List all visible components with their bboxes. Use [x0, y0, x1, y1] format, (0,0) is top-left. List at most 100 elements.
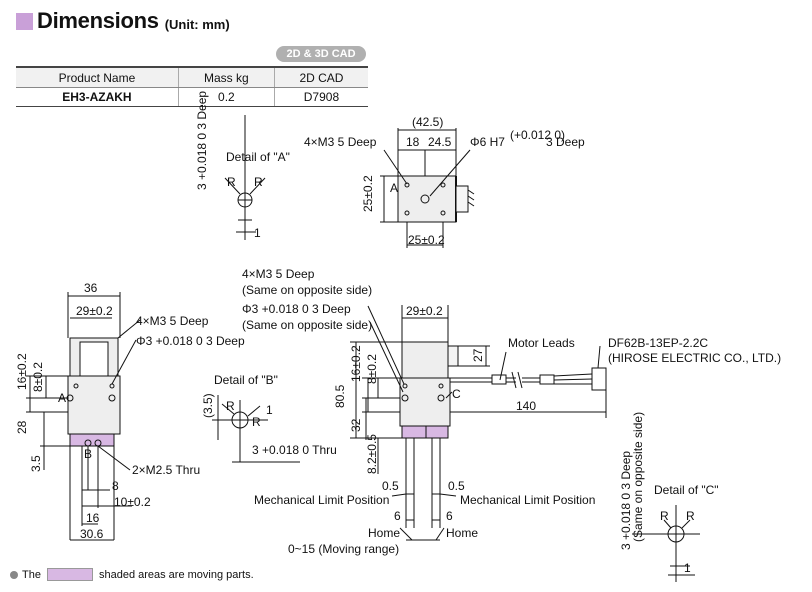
top-view — [380, 128, 475, 248]
front-view-step — [447, 345, 459, 367]
connector-icon — [591, 367, 607, 391]
dim-8-main: 8±0.2 — [365, 354, 379, 384]
title-square-icon — [16, 12, 33, 30]
detail-a-title: Detail of "A" — [226, 150, 290, 164]
dim-1: 1 — [254, 226, 261, 240]
dim-30-6: 30.6 — [80, 527, 104, 541]
home-left: Home — [368, 526, 400, 540]
dim-18: 18 — [406, 135, 420, 149]
front-view — [350, 305, 607, 541]
moving-part-shaded — [425, 425, 449, 439]
dim-36: 36 — [84, 281, 98, 295]
view-label-a-side: A — [58, 391, 66, 405]
dim-1-b: 1 — [266, 403, 273, 417]
dim-27: 27 — [471, 348, 485, 362]
dim-80-5: 80.5 — [333, 384, 347, 408]
dim-1-c: 1 — [684, 561, 691, 575]
radius-label: R — [660, 509, 669, 523]
dim-0-5-left: 0.5 — [382, 479, 399, 493]
phi6-fit: Φ6 H7 — [470, 135, 505, 149]
side-view — [26, 292, 141, 541]
column-header: Product Name — [16, 66, 179, 88]
pin-hole-icon — [437, 394, 445, 402]
detail-b-thru: 3 +0.018 0 Thru — [252, 443, 337, 457]
connector-part-number: DF62B-13EP-2.2C — [608, 336, 708, 350]
detail-c-hole-dim: 3 +0.018 0 3 Deep — [619, 451, 633, 550]
pin-hole-icon — [401, 394, 409, 402]
spec-table-header: Product Name Mass kg 2D CAD — [16, 66, 368, 88]
view-label-a: A — [390, 181, 398, 195]
side-view-body — [67, 375, 121, 435]
dim-10: 10±0.2 — [114, 495, 151, 509]
top-view-body — [397, 175, 457, 223]
screw-hole-icon — [404, 210, 410, 216]
note-suffix: shaded areas are moving parts. — [98, 568, 254, 581]
column-header: Mass kg — [177, 66, 275, 88]
dim-3-5: 3.5 — [29, 455, 43, 472]
lead-sleeve — [491, 374, 507, 385]
table-row: EH3-AZAKH 0.2 D7908 — [16, 87, 368, 107]
dim-8-2: 8.2±0.5 — [365, 434, 379, 474]
detail-a-hole-dim: 3 +0.018 0 3 Deep — [195, 91, 209, 190]
pin-hole-icon — [108, 394, 116, 402]
main-opposite-note-1: (Same on opposite side) — [242, 283, 372, 297]
moving-range-label: 0~15 (Moving range) — [288, 542, 399, 556]
left-m3-note: 4×M3 5 Deep — [136, 314, 209, 328]
top-view-lead-exit — [455, 185, 469, 213]
phi6-depth: 3 Deep — [546, 135, 585, 149]
dim-16-left: 16±0.2 — [15, 353, 29, 390]
screw-hole-icon — [440, 210, 446, 216]
detail-b-title: Detail of "B" — [214, 373, 278, 387]
screw-hole-icon — [402, 383, 408, 389]
dim-16-main: 16±0.2 — [349, 345, 363, 382]
dim-6-right: 6 — [446, 509, 453, 523]
view-label-c: C — [452, 387, 461, 401]
dim-32: 32 — [349, 418, 363, 432]
radius-label: R — [252, 415, 261, 429]
main-m3-note: 4×M3 5 Deep — [242, 267, 315, 281]
unit-note: (Unit: mm) — [164, 16, 230, 32]
detail-a-hole-icon — [237, 192, 253, 208]
shaft-hole-icon — [420, 194, 430, 204]
cad-badge[interactable]: 2D & 3D CAD — [276, 46, 366, 62]
left-phi3-note: Φ3 +0.018 0 3 Deep — [136, 334, 245, 348]
dim-3-5-paren: (3.5) — [201, 393, 215, 418]
connector-manufacturer: (HIROSE ELECTRIC CO., LTD.) — [608, 351, 781, 365]
column-header: 2D CAD — [273, 66, 368, 88]
moving-part-shaded — [69, 433, 115, 447]
dim-24-5: 24.5 — [428, 135, 452, 149]
side-view-window — [79, 341, 109, 377]
dim-25-bottom: 25±0.2 — [408, 233, 445, 247]
moving-part-swatch — [46, 568, 93, 581]
dim-29-left: 29±0.2 — [76, 304, 113, 318]
dimensions-header: Dimensions (Unit: mm) — [16, 8, 230, 34]
dim-8: 8 — [112, 479, 119, 493]
lead-sleeve — [539, 374, 555, 385]
dim-28: 28 — [15, 420, 29, 434]
screw-hole-icon — [73, 383, 79, 389]
product-name-cell: EH3-AZAKH — [16, 87, 179, 107]
front-view-upper-body — [401, 341, 449, 379]
mass-cell: 0.2 — [177, 87, 275, 107]
m2-5-note: 2×M2.5 Thru — [132, 463, 200, 477]
dim-6-left: 6 — [394, 509, 401, 523]
radius-label: R — [686, 509, 695, 523]
main-opposite-note-2: (Same on opposite side) — [242, 318, 372, 332]
dim-140: 140 — [516, 399, 536, 413]
screw-hole-icon — [438, 383, 444, 389]
mechanical-limit-right: Mechanical Limit Position — [460, 493, 595, 507]
front-view-body — [399, 377, 451, 427]
view-label-b: B — [84, 447, 92, 461]
dim-25-side: 25±0.2 — [361, 175, 375, 212]
dimension-labels: Detail of "A" 3 +0.018 0 3 Deep R R 1 (4… — [15, 91, 781, 575]
dim-29-main: 29±0.2 — [406, 304, 443, 318]
detail-c-title: Detail of "C" — [654, 483, 719, 497]
bullet-icon — [10, 570, 18, 579]
dim-42-5: (42.5) — [412, 115, 443, 129]
cad-cell[interactable]: D7908 — [273, 87, 368, 107]
phi6-tolerance: (+0.012 0) — [510, 128, 565, 142]
moving-parts-note: The shaded areas are moving parts. — [10, 568, 254, 581]
main-phi3-note: Φ3 +0.018 0 3 Deep — [242, 302, 351, 316]
dim-0-5-right: 0.5 — [448, 479, 465, 493]
